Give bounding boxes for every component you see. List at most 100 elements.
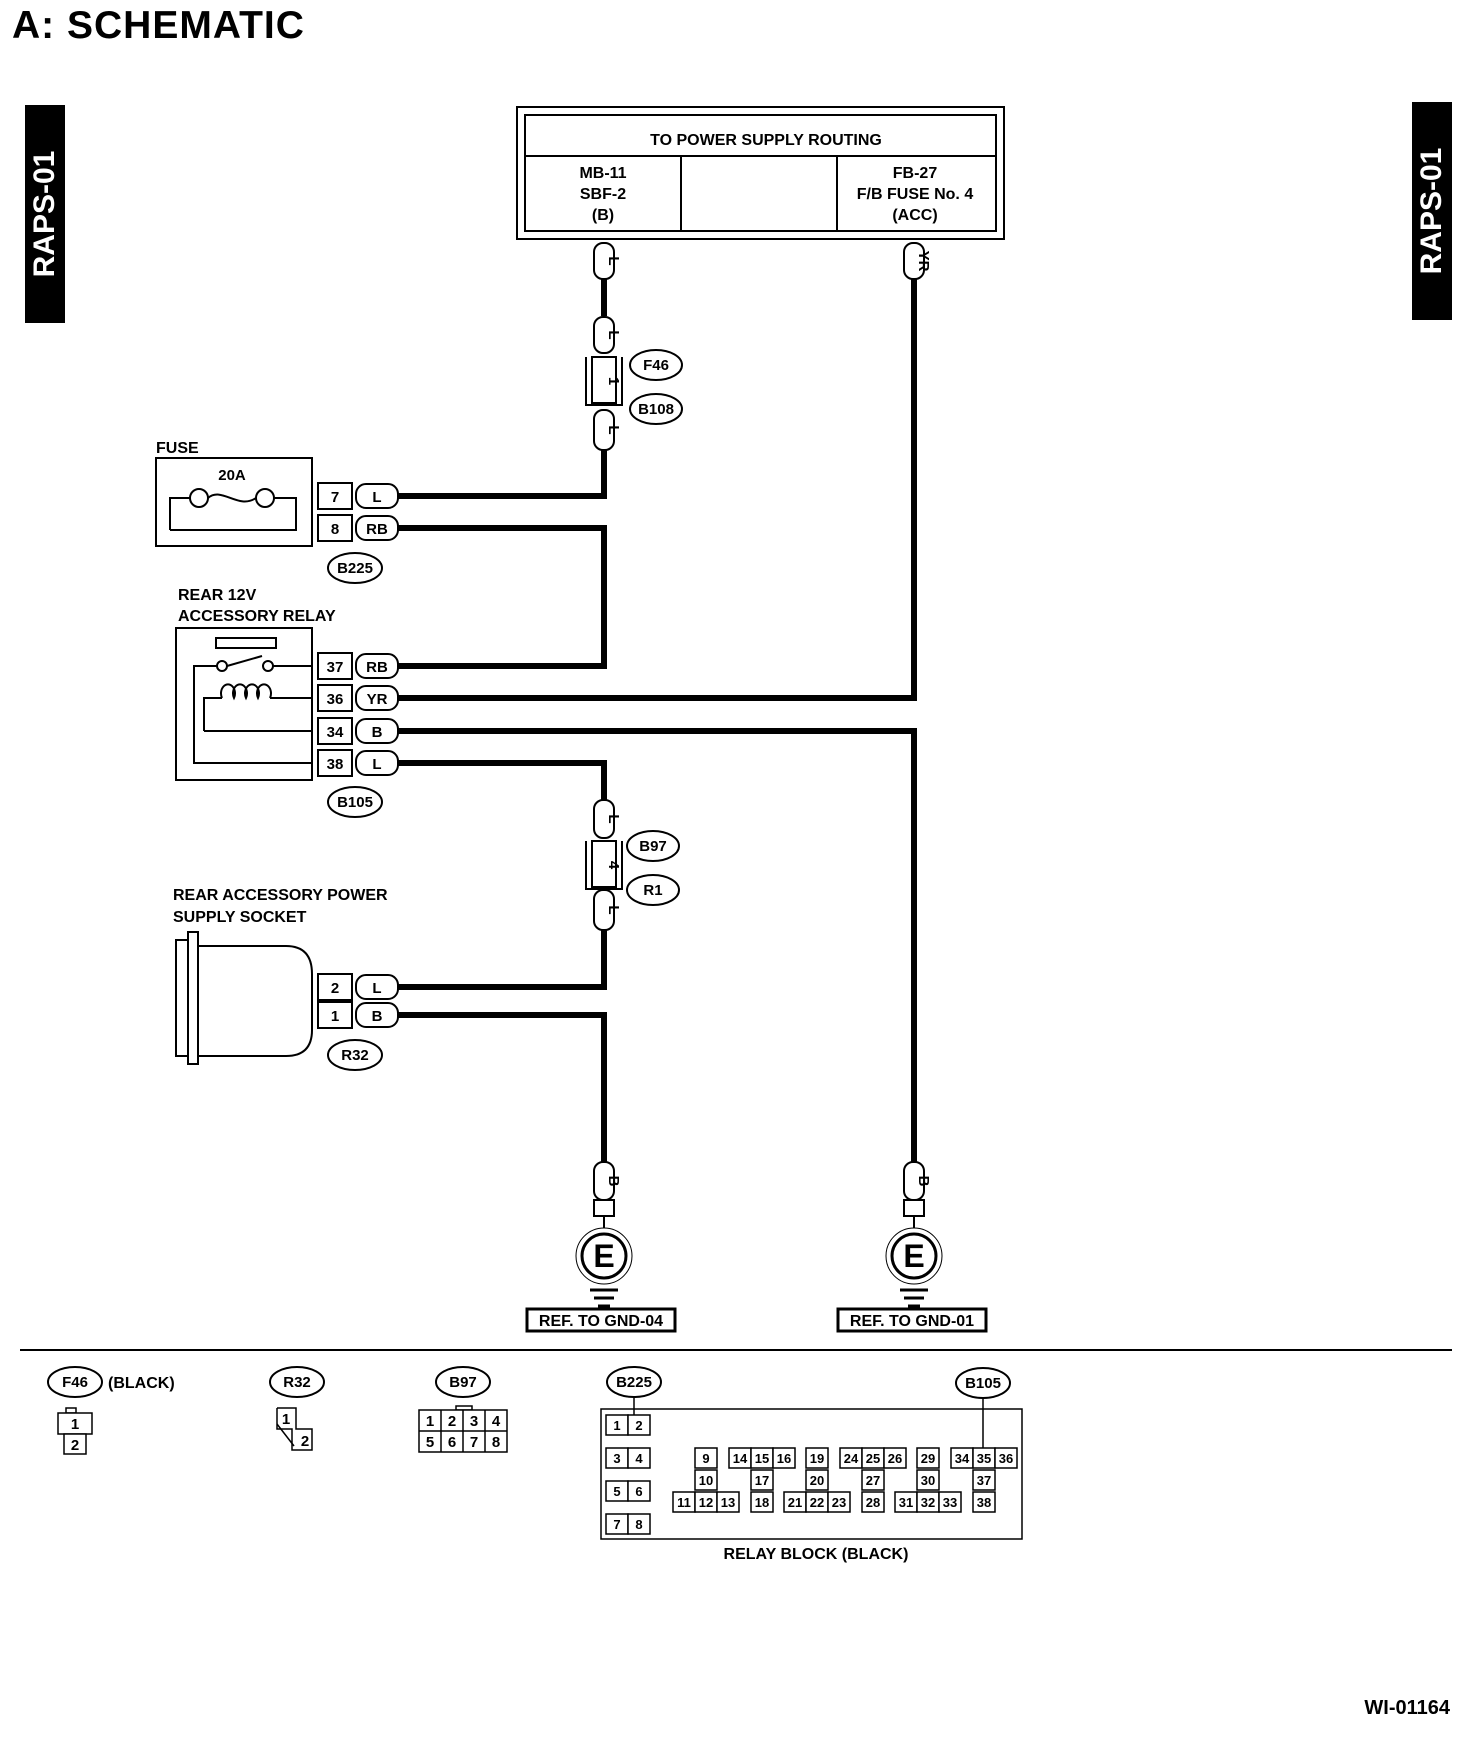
relay-block-pin-21: 21 (788, 1495, 802, 1510)
b97-view-pin-6: 6 (448, 1434, 456, 1451)
b97-view-pin-3: 3 (470, 1413, 478, 1430)
relay-block-pin-cell (627, 1414, 651, 1436)
power-box-right-line3: (ACC) (892, 207, 937, 224)
relay-block-pin-cell (938, 1491, 962, 1513)
wire-code-b105-34: B (372, 724, 383, 741)
power-box-left-line3: (B) (592, 207, 614, 224)
relay-block-pin-11: 11 (677, 1495, 691, 1510)
relay-block-pin-cell (861, 1469, 885, 1491)
pin-r32-2: 2 (331, 980, 339, 997)
relay-block-pin-cell (750, 1491, 774, 1513)
relay-block-pin-cell (627, 1447, 651, 1469)
relay-block-pin-1: 1 (613, 1418, 620, 1433)
relay-block-pin-12: 12 (699, 1495, 713, 1510)
view-label-f46-color: (BLACK) (108, 1375, 175, 1392)
power-box-left-line2: SBF-2 (580, 186, 626, 203)
b97-view-pin-4: 4 (492, 1413, 501, 1430)
relay-block-pin-19: 19 (810, 1451, 824, 1466)
wire-code-capsules (593, 242, 925, 1201)
pin-b225-7: 7 (331, 489, 339, 506)
ground-ref-right: REF. TO GND-01 (850, 1313, 974, 1330)
r32-view-pin-1: 1 (282, 1411, 290, 1428)
ground-symbol-right: E (903, 1238, 924, 1274)
b105-pin-boxes (317, 652, 399, 777)
wire-code-b105-38: L (372, 756, 381, 773)
relay-block-pin-15: 15 (755, 1451, 769, 1466)
pin-b105-34: 34 (327, 724, 344, 741)
power-box-left-line1: MB-11 (579, 165, 626, 182)
relay-block-pin-25: 25 (866, 1451, 880, 1466)
relay-block-pin-cell (861, 1491, 885, 1513)
b97-view-pin-8: 8 (492, 1434, 500, 1451)
inline-connector-f46-b108 (585, 356, 623, 406)
relay-block-pin-cell (916, 1447, 940, 1469)
relay-block-pin-27: 27 (866, 1473, 880, 1488)
relay-block-pin-37: 37 (977, 1473, 991, 1488)
b97-view-pin-7: 7 (470, 1434, 478, 1451)
connector-label-b105: B105 (337, 794, 373, 811)
wire-code-b225-8: RB (366, 521, 388, 538)
ground-right (836, 1199, 988, 1333)
connector-label-r1: R1 (643, 882, 662, 899)
socket-label-line2: SUPPLY SOCKET (173, 909, 307, 926)
relay-block-pin-38: 38 (977, 1495, 991, 1510)
wires (398, 278, 917, 1162)
wire-code-r32-1: B (372, 1008, 383, 1025)
relay-block-pin-cell (972, 1469, 996, 1491)
connector-label-b108: B108 (638, 401, 674, 418)
wire-code-l-f46: L (605, 330, 622, 339)
relay-block-pin-5: 5 (613, 1484, 620, 1499)
wire-code-l-b108: L (605, 425, 622, 434)
wire-code-yr-top: YR (915, 251, 932, 272)
relay-block-pin-cell (916, 1469, 940, 1491)
ground-ref-left: REF. TO GND-04 (539, 1313, 663, 1330)
relay-block-pin-30: 30 (921, 1473, 935, 1488)
relay-component (175, 627, 313, 781)
relay-block-pin-cell (750, 1469, 774, 1491)
socket-label-line1: REAR ACCESSORY POWER (173, 887, 388, 904)
relay-block-pin-28: 28 (866, 1495, 880, 1510)
inline-connector-b97-r1 (585, 840, 623, 890)
relay-block-pin-26: 26 (888, 1451, 902, 1466)
power-box-right-line1: FB-27 (893, 165, 938, 182)
fuse-rating: 20A (218, 467, 246, 484)
wire-code-b225-7: L (372, 489, 381, 506)
relay-block-pin-4: 4 (635, 1451, 643, 1466)
relay-block-pin-7: 7 (613, 1517, 620, 1532)
r32-view-pin-2: 2 (301, 1433, 309, 1450)
pin-b225-8: 8 (331, 521, 339, 538)
f46-view-pin-1: 1 (71, 1416, 79, 1433)
relay-block-pin-18: 18 (755, 1495, 769, 1510)
relay-block-pin-10: 10 (699, 1473, 713, 1488)
view-label-r32: R32 (283, 1374, 311, 1391)
relay-block-pin-cell (772, 1447, 796, 1469)
section-tab-right: RAPS-01 (1412, 102, 1452, 320)
f46-view-pin-2: 2 (71, 1437, 79, 1454)
wire-code-l-r1: L (605, 905, 622, 914)
connector-label-f46: F46 (643, 357, 669, 374)
relay-block-pin-cell (627, 1513, 651, 1535)
b97-view (418, 1405, 508, 1453)
relay-block-pin-23: 23 (832, 1495, 846, 1510)
connector-ovals (327, 349, 683, 1071)
relay-block-pin-32: 32 (921, 1495, 935, 1510)
relay-block-pin-cell (805, 1447, 829, 1469)
relay-block-pin-cell (627, 1480, 651, 1502)
b97-view-pin-1: 1 (426, 1413, 434, 1430)
relay-block-pin-cell (994, 1447, 1018, 1469)
relay-block-pin-13: 13 (721, 1495, 735, 1510)
relay-block-pin-6: 6 (635, 1484, 642, 1499)
wire-code-b-left-ground: B (605, 1176, 622, 1187)
pin-b105-37: 37 (327, 659, 344, 676)
wire-code-b-right-ground: B (915, 1176, 932, 1187)
document-code: WI-01164 (1364, 1697, 1450, 1719)
wire-code-r32-2: L (372, 980, 381, 997)
connector-label-r32: R32 (341, 1047, 369, 1064)
b97-view-pin-5: 5 (426, 1434, 434, 1451)
relay-label-line1: REAR 12V (178, 587, 257, 604)
connector-label-b97: B97 (639, 838, 667, 855)
f46-view (57, 1407, 93, 1455)
r32-view (276, 1407, 313, 1451)
relay-block-pin-31: 31 (899, 1495, 913, 1510)
